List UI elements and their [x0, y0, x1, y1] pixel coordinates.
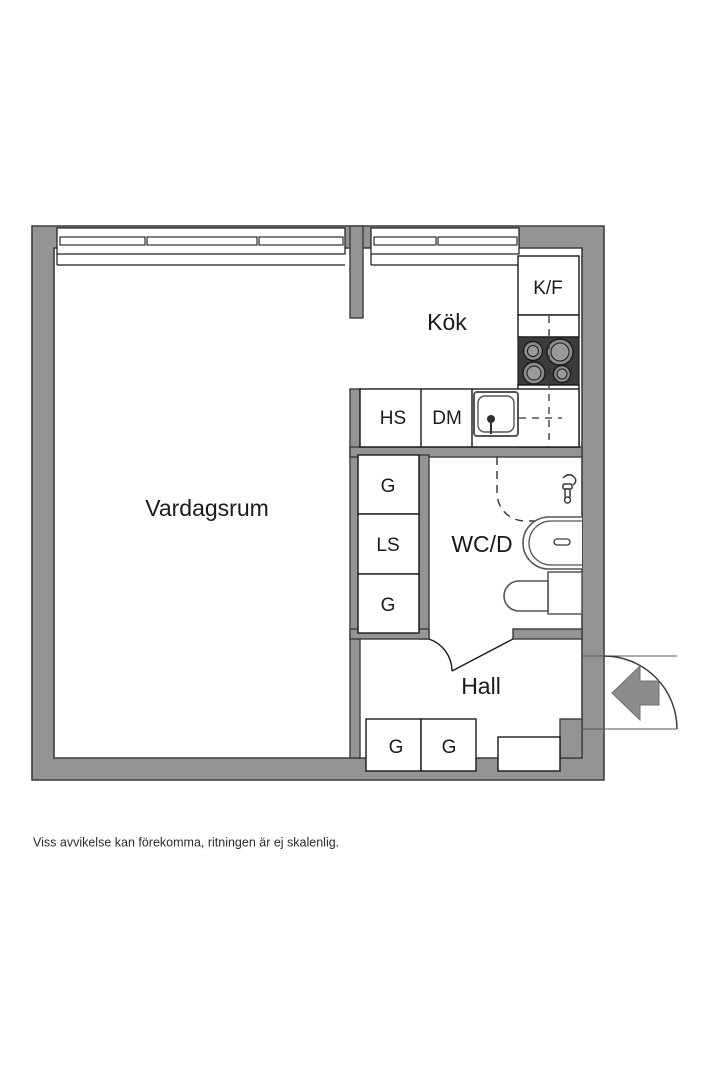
- entry-door: [582, 650, 678, 735]
- shower-zone-dashed: [496, 457, 582, 522]
- counter-dashed-guides: [519, 316, 562, 447]
- entry-direction-arrow-icon: [611, 664, 660, 722]
- toilet-cistern: [547, 571, 583, 615]
- shower-mixer-icon: [562, 474, 577, 504]
- entry-door-swing-arc: [603, 655, 678, 730]
- wall-stub-kitchen-divider: [349, 225, 364, 319]
- window-group: [56, 227, 520, 266]
- wc-door: [428, 638, 514, 672]
- room-labels: Vardagsrum Kök WC/D Hall: [145, 309, 512, 699]
- wall-living-room-east-lower: [349, 638, 361, 759]
- cabinet-label-g-hall-1: G: [389, 737, 404, 758]
- room-label-vardagsrum: Vardagsrum: [145, 495, 269, 521]
- cabinet-label-g-lower: G: [381, 595, 396, 616]
- hall-bench-box: [497, 736, 561, 772]
- living-room-window: [56, 227, 346, 266]
- room-label-hall: Hall: [461, 673, 501, 699]
- disclaimer-caption: Viss avvikelse kan förekomma, ritningen …: [33, 835, 339, 849]
- cabinet-g-upper-box: [357, 454, 420, 515]
- wall-hall-north-right: [512, 628, 583, 640]
- room-label-kok: Kök: [427, 309, 467, 335]
- toilet: [503, 571, 583, 615]
- kitchen-fixtures: [359, 255, 580, 448]
- cabinet-label-ls: LS: [376, 535, 399, 556]
- cabinet-g-hall-2-box: [420, 718, 477, 772]
- kitchen-window: [370, 227, 520, 266]
- cabinet-label-g-upper: G: [381, 476, 396, 497]
- cabinet-label-g-hall-2: G: [442, 737, 457, 758]
- interior-walls: [349, 225, 583, 759]
- kitchen-sink: [473, 391, 519, 437]
- toilet-bowl: [503, 580, 549, 612]
- wall-entry-jamb: [559, 718, 583, 759]
- room-label-wc-d: WC/D: [451, 531, 512, 557]
- bathroom-washbasin: [522, 516, 582, 570]
- wall-wc-west: [418, 454, 430, 640]
- cabinet-label-kf: K/F: [533, 278, 563, 299]
- cabinet-label-hs: HS: [380, 408, 406, 429]
- doors: [428, 638, 678, 735]
- cabinet-label-dm: DM: [432, 408, 462, 429]
- counter-run-south: [359, 388, 580, 448]
- cabinet-boxes: [357, 454, 561, 772]
- bathroom-fixtures: [496, 457, 583, 615]
- cabinet-g-lower-box: [357, 573, 420, 634]
- cabinet-labels: K/F HS DM G LS G G G: [376, 278, 562, 758]
